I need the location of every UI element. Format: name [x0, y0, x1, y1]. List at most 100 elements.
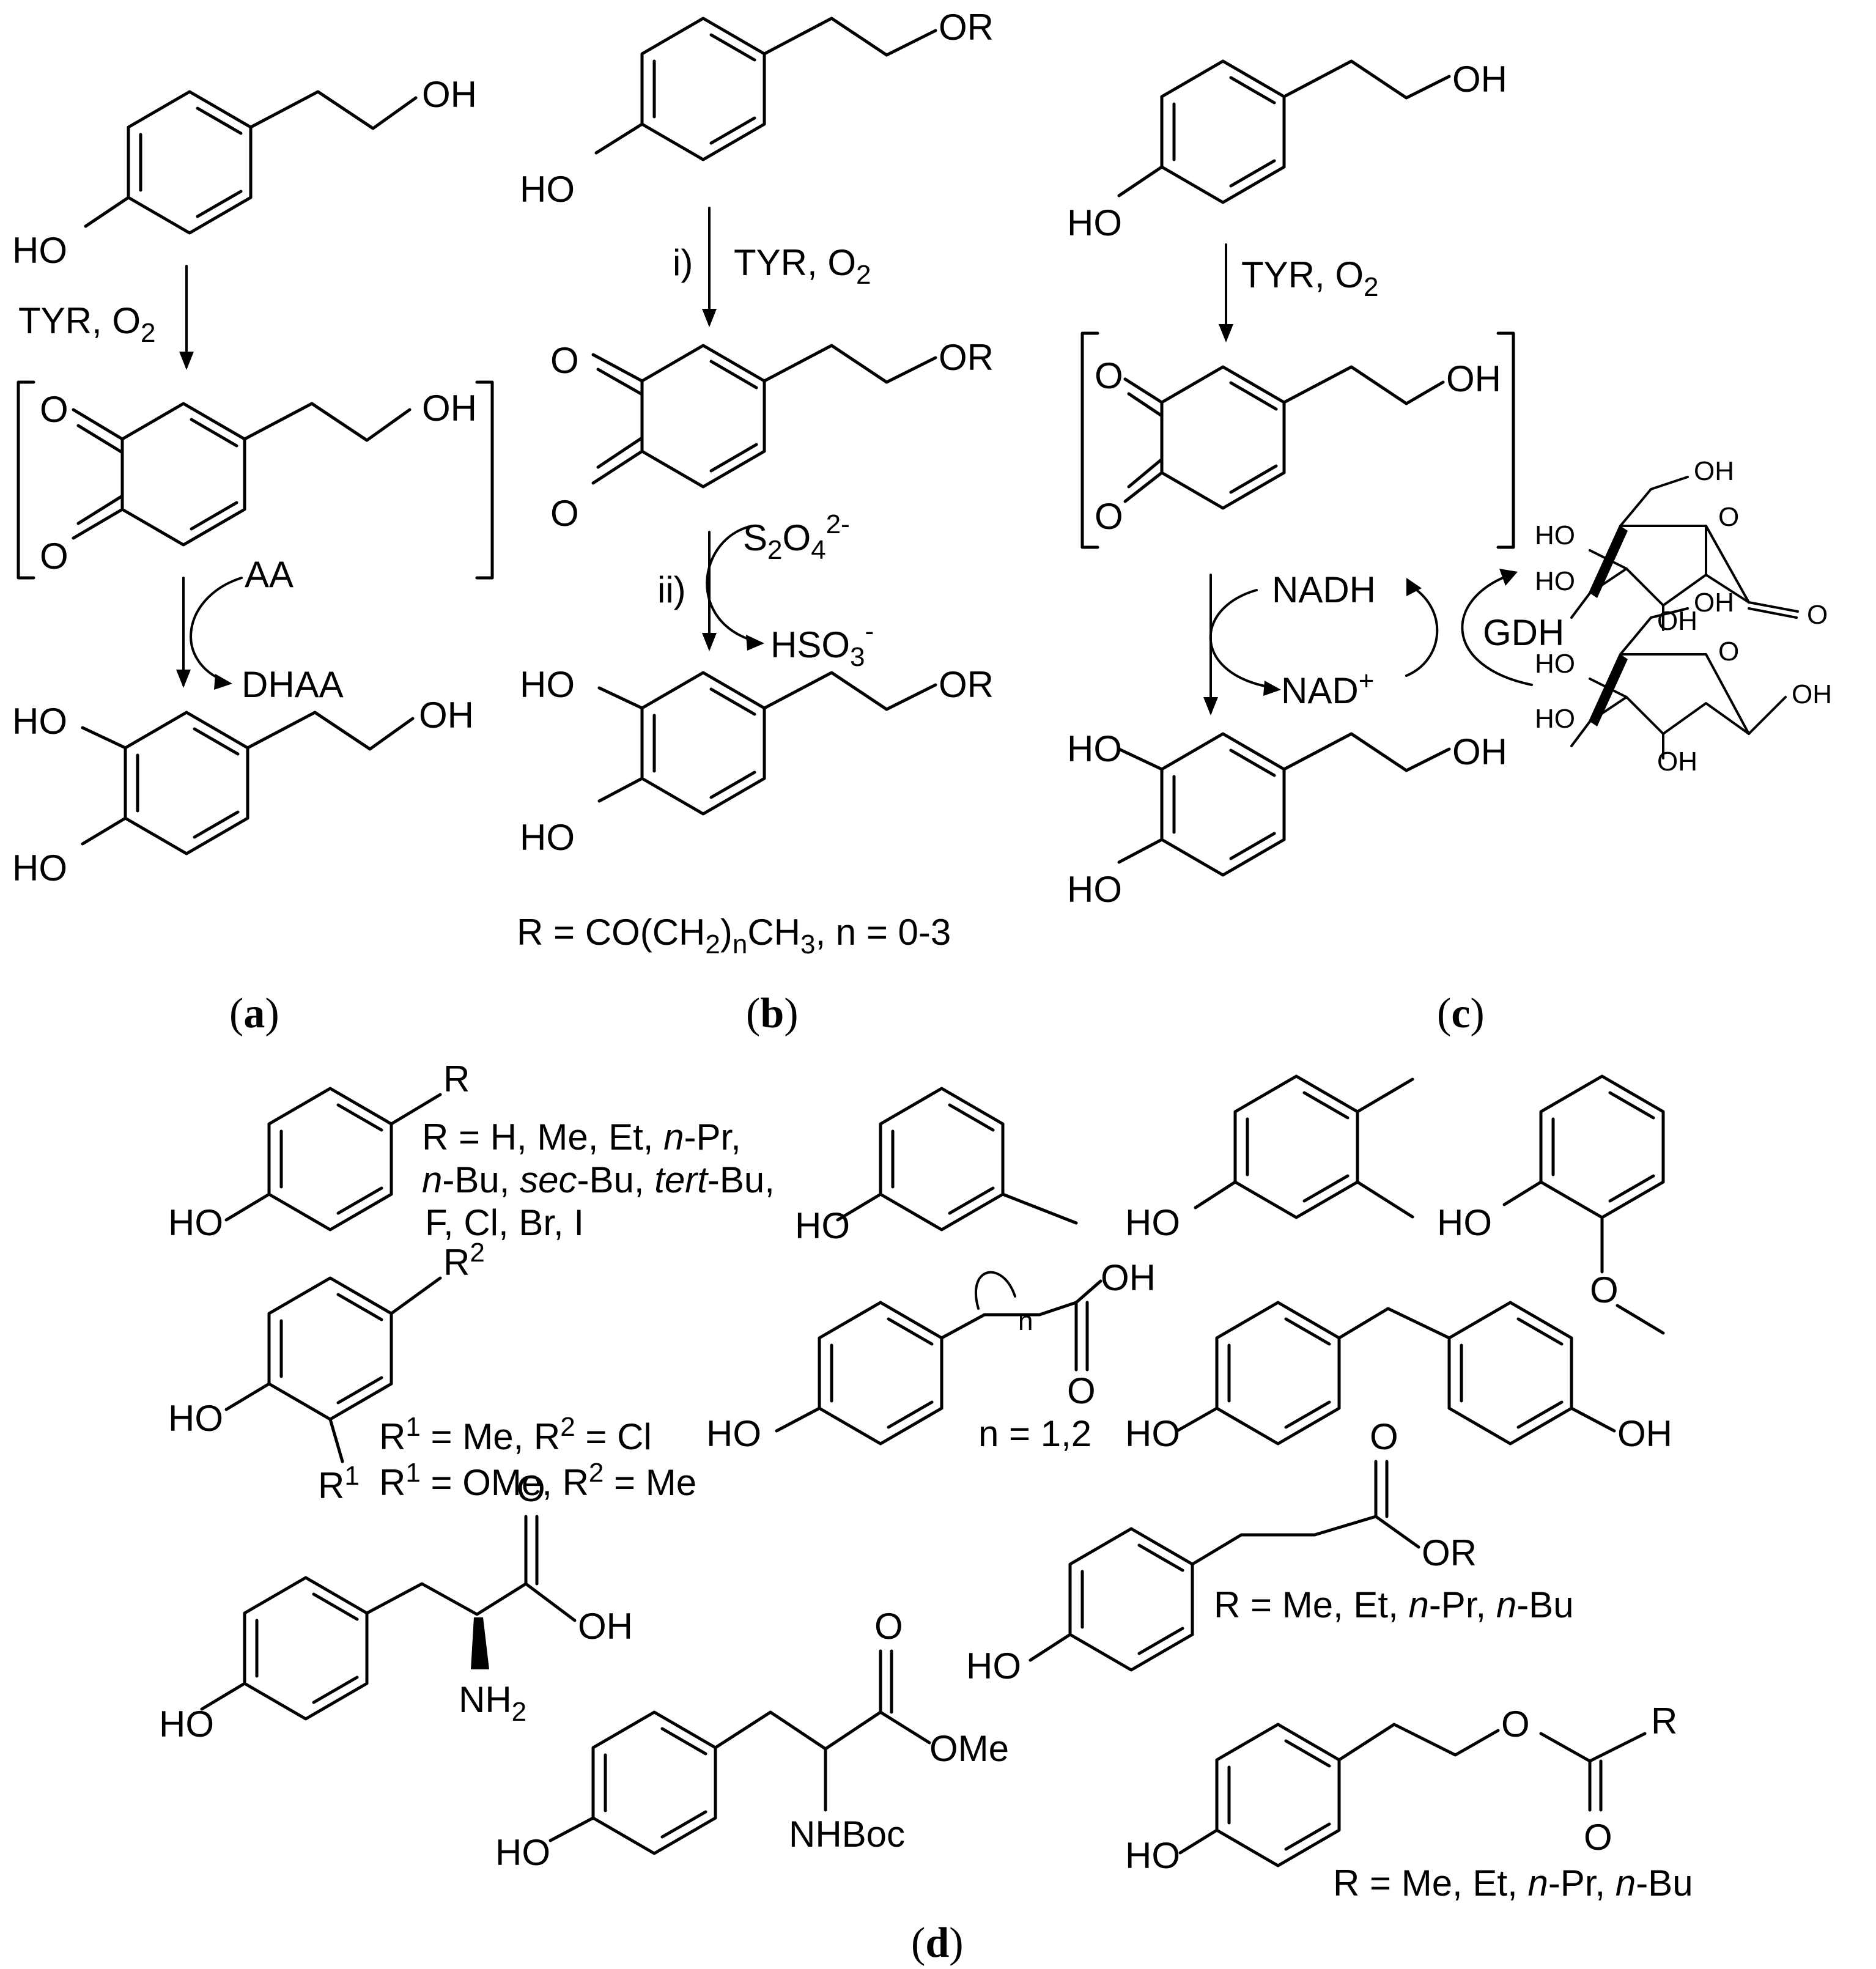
panel-a-hydroxytyrosol: OH HO HO — [12, 695, 474, 888]
panel-c-glucose: OH HO HO OH OH O — [1535, 588, 1832, 777]
c-product-ho1: HO — [1067, 728, 1122, 769]
c-quinone-oh: OH — [1446, 358, 1501, 399]
svg-text:R = H, Me, Et, n-Pr,: R = H, Me, Et, n-Pr, — [422, 1117, 741, 1158]
d-s11-r: R — [1651, 1701, 1677, 1742]
d-s8-ho: HO — [159, 1704, 214, 1745]
b-caption: (b) — [746, 990, 799, 1037]
svg-text:HO: HO — [1535, 566, 1575, 596]
svg-text:O: O — [1590, 1269, 1619, 1310]
d-s10: O OR HO R = Me, Et, n-Pr, n-Bu — [966, 1416, 1574, 1686]
d-s8-nh2: NH2 — [459, 1679, 526, 1727]
svg-text:O: O — [1095, 496, 1123, 537]
d-s6-n: n — [1018, 1306, 1033, 1336]
c-cofactor-ox: NAD+ — [1281, 666, 1374, 711]
b-product-ho1: HO — [520, 664, 575, 705]
d-s6-ho: HO — [706, 1413, 761, 1454]
c-start-oh: OH — [1452, 59, 1507, 100]
d-s7-oh: OH — [1617, 1413, 1672, 1454]
svg-text:R = Me, Et, n-Pr, n-Bu: R = Me, Et, n-Pr, n-Bu — [1214, 1584, 1574, 1625]
c-product-ho2: HO — [1067, 869, 1122, 910]
svg-text:R1 = OMe, R2 = Me: R1 = OMe, R2 = Me — [379, 1458, 696, 1503]
b-quinone-or: OR — [939, 337, 994, 378]
panel-c: OH HO TYR, O2 O O OH NADH NAD+ — [1067, 59, 1832, 1037]
a-caption: (a) — [229, 990, 279, 1037]
svg-text:HO: HO — [1535, 520, 1575, 550]
svg-text:O: O — [1718, 637, 1739, 667]
svg-text:O: O — [1718, 502, 1739, 532]
b-start-ho: HO — [520, 169, 575, 210]
b-reagent: TYR, O2 — [734, 242, 871, 290]
d-s2-ho: HO — [795, 1205, 850, 1246]
d-s10-or: OR — [1422, 1532, 1477, 1573]
a-product-ho2: HO — [12, 848, 67, 888]
d-s6-oh: OH — [1101, 1257, 1156, 1298]
d-s3-ho: HO — [1125, 1202, 1180, 1243]
svg-text:O: O — [1095, 355, 1123, 396]
d-s2: HO — [795, 1087, 1078, 1246]
b-reducer-in: S2O42- — [743, 509, 850, 565]
svg-text:OH: OH — [1694, 456, 1734, 486]
panel-b: OR HO i) TYR, O2 O O OR ii) S2O42- HSO3- — [517, 7, 994, 1037]
svg-text:OH: OH — [1657, 747, 1697, 777]
d-s5: R2 HO R1 R1 = Me, R2 = Cl R1 = OMe, R2 =… — [168, 1238, 696, 1506]
b-r-definition: R = CO(CH2)nCH3, n = 0-3 — [517, 912, 951, 959]
b-start-or: OR — [939, 7, 994, 48]
svg-text:HO: HO — [1535, 649, 1575, 679]
d-s10-o: O — [1370, 1416, 1398, 1457]
svg-text:n-Bu, sec-Bu, tert-Bu,: n-Bu, sec-Bu, tert-Bu, — [422, 1159, 775, 1200]
svg-text:OH: OH — [1792, 679, 1832, 709]
d-s3: HO — [1125, 1074, 1414, 1243]
b-step2: ii) — [657, 569, 686, 610]
d-s5-r2: R2 — [443, 1238, 485, 1283]
d-s8-o: O — [517, 1468, 545, 1509]
panel-c-tyrosol: OH HO — [1067, 59, 1507, 243]
a-reducer-in: AA — [245, 554, 294, 595]
d-s11: O R O HO R = Me, Et, n-Pr, n-Bu — [1125, 1701, 1693, 1904]
svg-text:O: O — [550, 493, 579, 534]
svg-text:OH: OH — [1694, 588, 1734, 618]
svg-text:R = Me, Et, n-Pr, n-Bu: R = Me, Et, n-Pr, n-Bu — [1333, 1863, 1693, 1904]
panel-a-quinone: O O OH — [17, 380, 494, 580]
d-s6-o: O — [1067, 1370, 1096, 1411]
b-product-or: OR — [939, 664, 994, 705]
d-s10-ho: HO — [966, 1646, 1021, 1686]
b-reducer-out: HSO3- — [770, 616, 874, 672]
panel-c-quinone: O O OH — [1080, 331, 1515, 549]
panel-a: OH HO TYR, O2 O O OH AA DHAA — [12, 74, 494, 1037]
d-caption: (d) — [911, 1919, 964, 1967]
c-start-ho: HO — [1067, 202, 1122, 243]
panel-c-product: OH HO HO — [1067, 728, 1507, 910]
d-s6: OH n O HO n = 1,2 — [706, 1257, 1156, 1454]
d-s9-ho: HO — [495, 1832, 550, 1873]
d-s11-o2: O — [1584, 1817, 1612, 1858]
a-start-oh: OH — [422, 74, 477, 115]
a-start-ho: HO — [12, 230, 67, 271]
c-product-oh: OH — [1452, 731, 1507, 772]
a-reagent: TYR, O2 — [18, 300, 156, 348]
panel-b-ester: OR HO — [520, 7, 994, 210]
d-s11-ho: HO — [1125, 1835, 1180, 1876]
svg-text:O: O — [550, 340, 579, 381]
d-s1-ho: HO — [168, 1202, 223, 1243]
b-product-ho2: HO — [520, 817, 575, 858]
c-enzyme: GDH — [1483, 612, 1564, 653]
c-caption: (c) — [1437, 990, 1485, 1037]
d-s1: R HO R = H, Me, Et, n-Pr, n-Bu, sec-Bu, … — [168, 1058, 775, 1243]
d-s4: O HO — [1437, 1074, 1665, 1335]
panel-d: R HO R = H, Me, Et, n-Pr, n-Bu, sec-Bu, … — [159, 1058, 1693, 1967]
svg-text:O: O — [40, 536, 68, 577]
panel-b-product: OR HO HO — [520, 664, 994, 858]
svg-text:R1 = Me, R2 = Cl: R1 = Me, R2 = Cl — [379, 1412, 652, 1457]
d-s9-ome: OMe — [929, 1728, 1009, 1769]
panel-a-tyrosol: OH HO — [12, 74, 477, 271]
d-s7: HO OH — [1125, 1301, 1672, 1454]
d-s6-def: n = 1,2 — [978, 1413, 1091, 1454]
a-reducer-out: DHAA — [242, 664, 344, 705]
d-s11-o1: O — [1501, 1704, 1530, 1745]
panel-b-quinone: O O OR — [550, 337, 994, 534]
d-s8: O OH NH2 HO — [159, 1468, 633, 1745]
svg-text:HO: HO — [1535, 704, 1575, 734]
d-s7-ho: HO — [1125, 1413, 1180, 1454]
d-s8-oh: OH — [578, 1606, 633, 1647]
